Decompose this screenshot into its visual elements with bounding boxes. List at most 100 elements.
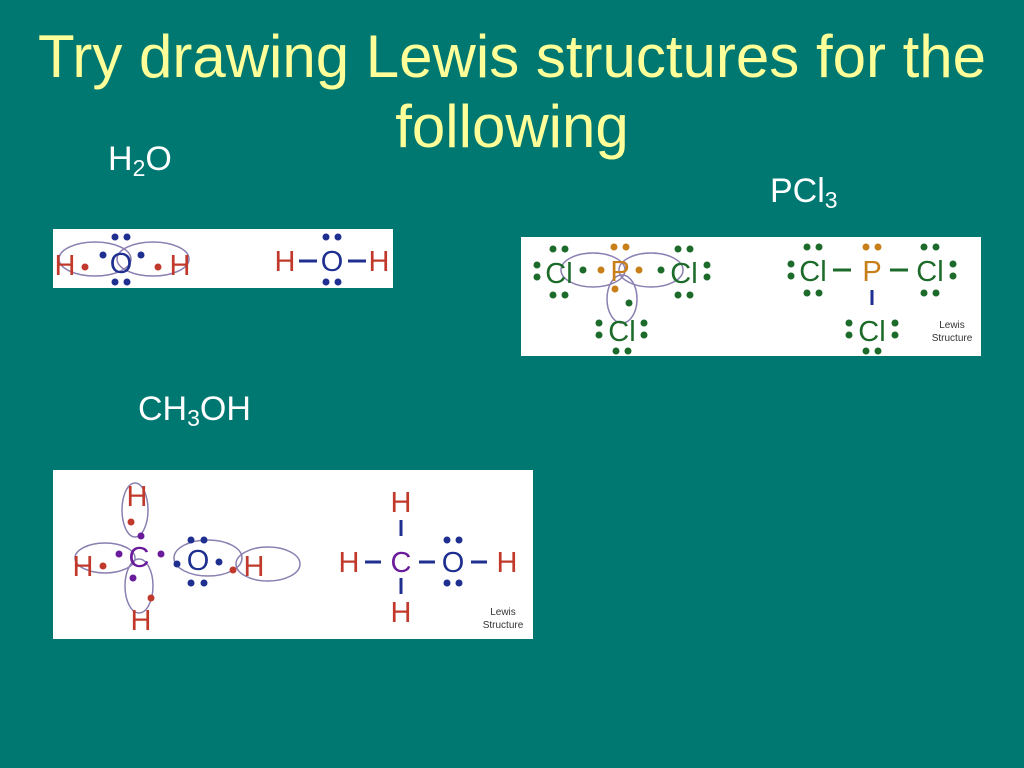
electron-dot — [187, 536, 195, 544]
pcl3-diagram-panel: Cl P Cl Cl — [521, 237, 981, 356]
electron-dot — [920, 289, 928, 297]
electron-dot — [200, 579, 208, 587]
electron-dot — [787, 260, 795, 268]
h2o-electron-dot: H O H — [55, 233, 191, 286]
electron-dot — [803, 289, 811, 297]
atom-h: H — [391, 487, 412, 519]
orbital-ellipse — [235, 546, 301, 582]
electron-dot — [99, 562, 107, 570]
electron-dot — [891, 331, 899, 339]
atom-p: P — [862, 256, 881, 288]
electron-dot — [549, 291, 557, 299]
atom-o: O — [110, 248, 133, 280]
atom-h: H — [244, 551, 265, 583]
orbital-ellipse — [74, 542, 136, 574]
electron-dot — [334, 233, 342, 241]
caption-lewis: Lewis — [490, 607, 516, 618]
atom-cl: Cl — [858, 316, 885, 348]
electron-dot — [787, 272, 795, 280]
electron-dot — [625, 299, 633, 307]
electron-dot — [874, 243, 882, 251]
electron-dot — [187, 579, 195, 587]
electron-dot — [154, 263, 162, 271]
electron-dot — [862, 347, 870, 355]
orbital-ellipse — [116, 241, 190, 277]
atom-h: H — [55, 250, 76, 282]
electron-dot — [932, 243, 940, 251]
formula-pcl3: PCl3 — [770, 172, 838, 213]
electron-dot — [455, 579, 463, 587]
atom-cl: Cl — [545, 258, 572, 290]
electron-dot — [127, 518, 135, 526]
electron-dot — [334, 278, 342, 286]
electron-dot — [111, 233, 119, 241]
electron-dot — [949, 272, 957, 280]
electron-dot — [657, 266, 665, 274]
electron-dot — [686, 245, 694, 253]
atom-h: H — [369, 246, 390, 278]
electron-dot — [703, 261, 711, 269]
electron-dot — [803, 243, 811, 251]
orbital-ellipse — [618, 252, 684, 288]
orbital-ellipse — [173, 539, 243, 577]
formula-h2o: H2O — [108, 140, 172, 181]
electron-dot — [612, 347, 620, 355]
electron-dot — [640, 331, 648, 339]
electron-dot — [579, 266, 587, 274]
atom-h: H — [339, 547, 360, 579]
electron-dot — [443, 579, 451, 587]
electron-dot — [549, 245, 557, 253]
atom-o: O — [187, 545, 210, 577]
electron-dot — [111, 278, 119, 286]
electron-dot — [147, 594, 155, 602]
electron-dot — [891, 319, 899, 327]
orbital-ellipse — [58, 241, 132, 277]
electron-dot — [322, 233, 330, 241]
orbital-ellipse — [124, 558, 154, 614]
formula-ch3oh: CH3OH — [138, 390, 251, 431]
atom-cl: Cl — [916, 256, 943, 288]
h2o-diagram-panel: H O H H O H — [53, 229, 393, 288]
pcl3-diagram: Cl P Cl Cl — [533, 243, 973, 355]
atom-h: H — [497, 547, 518, 579]
electron-dot — [443, 536, 451, 544]
electron-dot — [137, 251, 145, 259]
atom-h: H — [170, 250, 191, 282]
electron-dot — [123, 233, 131, 241]
electron-dot — [624, 347, 632, 355]
electron-dot — [611, 285, 619, 293]
atom-h: H — [127, 481, 148, 513]
caption-lewis: Lewis — [939, 320, 965, 331]
atom-c: C — [129, 542, 150, 574]
atom-h: H — [275, 246, 296, 278]
electron-dot — [123, 278, 131, 286]
electron-dot — [932, 289, 940, 297]
electron-dot — [81, 263, 89, 271]
orbital-ellipse — [606, 274, 638, 324]
electron-dot — [533, 261, 541, 269]
caption-structure: Structure — [932, 333, 973, 344]
ch3oh-lewis-structure: H H C O H H Lewis Structure — [339, 487, 524, 631]
h2o-diagram: H O H H O H — [55, 233, 390, 286]
electron-dot — [561, 291, 569, 299]
electron-dot — [129, 574, 137, 582]
ch3oh-diagram: H H C O H H H H — [73, 481, 524, 637]
electron-dot — [229, 566, 237, 574]
electron-dot — [137, 532, 145, 540]
electron-dot — [686, 291, 694, 299]
electron-dot — [561, 245, 569, 253]
electron-dot — [845, 319, 853, 327]
electron-dot — [157, 550, 165, 558]
electron-dot — [215, 558, 223, 566]
atom-h: H — [391, 597, 412, 629]
electron-dot — [455, 536, 463, 544]
electron-dot — [920, 243, 928, 251]
electron-dot — [815, 243, 823, 251]
electron-dot — [845, 331, 853, 339]
electron-dot — [173, 560, 181, 568]
electron-dot — [635, 266, 643, 274]
pcl3-lewis-structure: Cl P Cl Cl — [787, 243, 973, 355]
atom-h: H — [73, 551, 94, 583]
electron-dot — [874, 347, 882, 355]
electron-dot — [595, 319, 603, 327]
